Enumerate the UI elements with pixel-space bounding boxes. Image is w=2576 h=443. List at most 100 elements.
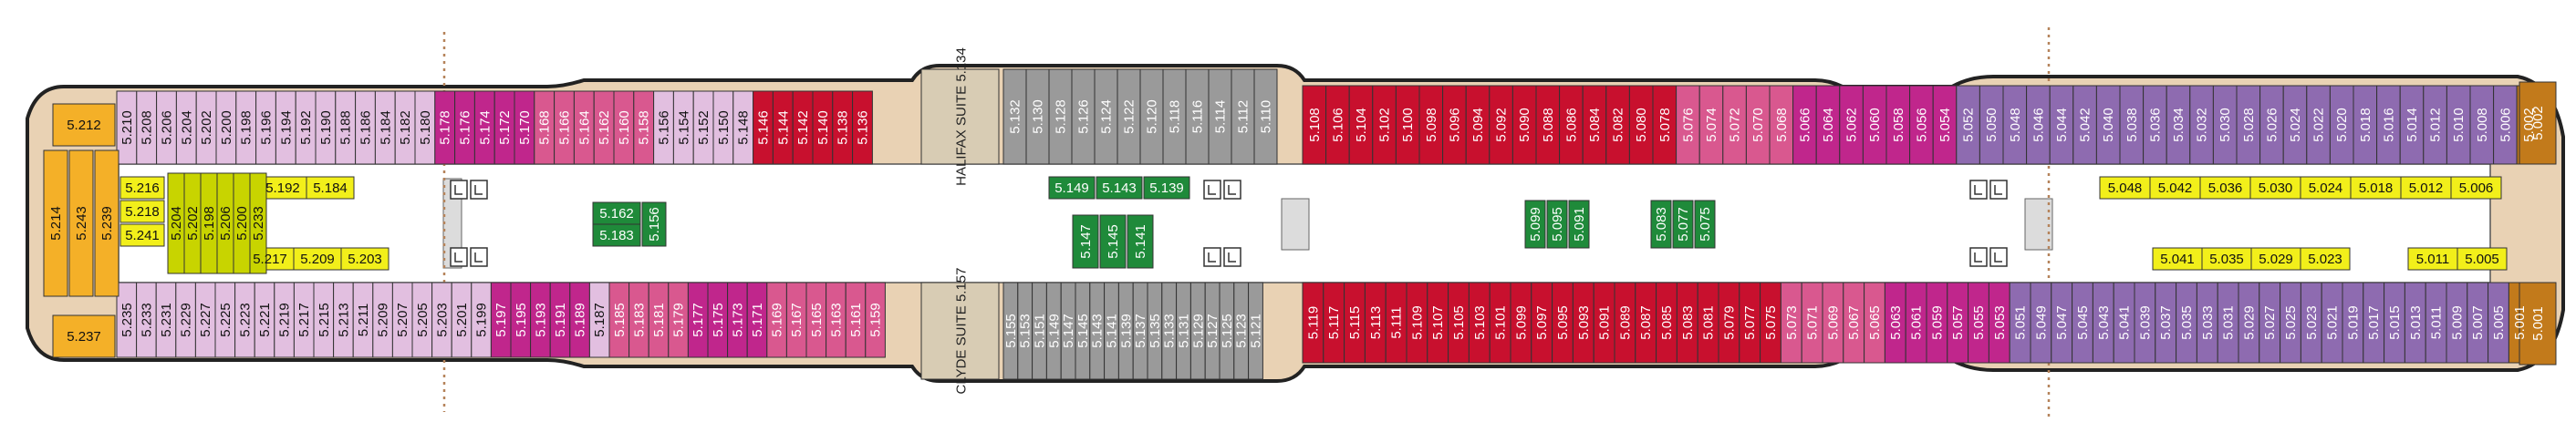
cabin-cell[interactable] xyxy=(1127,214,1154,269)
cabin-cell[interactable] xyxy=(2519,81,2557,165)
cabin-cell[interactable] xyxy=(2189,85,2214,165)
cabin-cell[interactable] xyxy=(1885,85,1911,165)
cabin-cell[interactable] xyxy=(2376,85,2401,165)
cabin-cell[interactable] xyxy=(1605,85,1630,165)
cabin-cell[interactable] xyxy=(2166,85,2191,165)
cabin-cell[interactable] xyxy=(2400,176,2452,200)
cabin-cell[interactable] xyxy=(1559,85,1584,165)
cabin-cell[interactable] xyxy=(1694,200,1716,249)
cabin-cell[interactable] xyxy=(1096,176,1143,200)
cabin-cell[interactable] xyxy=(1815,85,1841,165)
cabin-cell[interactable] xyxy=(2407,247,2458,271)
cabin-cell[interactable] xyxy=(52,103,116,147)
cabin-cell[interactable] xyxy=(2099,176,2151,200)
cabin-cell[interactable] xyxy=(641,201,667,247)
cabin-cell[interactable] xyxy=(1524,200,1546,249)
cabin-cell[interactable] xyxy=(1722,85,1747,165)
cabin-cell[interactable] xyxy=(1568,200,1590,249)
cabin-cell[interactable] xyxy=(1139,68,1164,165)
cabin-cell[interactable] xyxy=(1071,68,1096,165)
cabin-cell[interactable] xyxy=(43,149,68,297)
cabin-cell[interactable] xyxy=(2143,85,2167,165)
cabin-cell[interactable] xyxy=(2250,247,2301,271)
cabin-cell[interactable] xyxy=(1185,68,1210,165)
cabin-cell[interactable] xyxy=(1442,85,1467,165)
cabin-cell[interactable] xyxy=(1652,85,1678,165)
cabin-cell[interactable] xyxy=(1546,200,1568,249)
cabin-cell[interactable] xyxy=(1489,85,1513,165)
cabin-cell[interactable] xyxy=(2450,176,2502,200)
cabin-cell[interactable] xyxy=(1672,200,1694,249)
cabin-cell[interactable] xyxy=(1628,85,1654,165)
cabin-cell[interactable] xyxy=(1143,176,1190,200)
cabin-cell[interactable] xyxy=(1048,176,1096,200)
cabin-cell[interactable] xyxy=(1698,85,1724,165)
cabin-cell[interactable] xyxy=(2423,85,2447,165)
cabin-cell[interactable] xyxy=(852,90,873,165)
cabin-cell[interactable] xyxy=(592,223,641,247)
cabin-cell[interactable] xyxy=(1072,214,1099,269)
cabin-cell[interactable] xyxy=(1002,68,1027,165)
cabin-cell[interactable] xyxy=(592,201,641,225)
cabin-cell[interactable] xyxy=(1582,85,1607,165)
cabin-cell[interactable] xyxy=(119,200,165,223)
cabin-cell[interactable] xyxy=(865,282,886,358)
cabin-cell[interactable] xyxy=(1769,85,1794,165)
cabin-cell[interactable] xyxy=(2329,85,2354,165)
cabin-cell[interactable] xyxy=(1676,85,1700,165)
cabin-cell[interactable] xyxy=(1372,85,1397,165)
cabin-cell[interactable] xyxy=(2519,282,2557,366)
cabin-cell[interactable] xyxy=(2300,176,2352,200)
cabin-cell[interactable] xyxy=(2446,85,2471,165)
cabin-cell[interactable] xyxy=(2212,85,2238,165)
cabin-cell[interactable] xyxy=(2300,247,2351,271)
cabin-cell[interactable] xyxy=(2072,85,2097,165)
cabin-cell[interactable] xyxy=(119,176,165,200)
cabin-cell[interactable] xyxy=(1025,68,1050,165)
cabin-cell[interactable] xyxy=(119,223,165,247)
cabin-cell[interactable] xyxy=(1117,68,1141,165)
cabin-cell[interactable] xyxy=(1465,85,1491,165)
cabin-cell[interactable] xyxy=(2306,85,2331,165)
cabin-cell[interactable] xyxy=(293,247,342,271)
cabin-cell[interactable] xyxy=(1048,68,1073,165)
cabin-cell[interactable] xyxy=(1862,85,1887,165)
cabin-cell[interactable] xyxy=(306,176,355,200)
cabin-cell[interactable] xyxy=(1932,85,1958,165)
cabin-cell[interactable] xyxy=(2399,85,2425,165)
cabin-cell[interactable] xyxy=(340,247,390,271)
cabin-cell[interactable] xyxy=(1253,68,1278,165)
cabin-cell[interactable] xyxy=(1511,85,1537,165)
cabin-cell[interactable] xyxy=(94,149,119,297)
cabin-cell[interactable] xyxy=(2149,176,2201,200)
suite-cell[interactable] xyxy=(920,282,1000,380)
cabin-cell[interactable] xyxy=(1839,85,1864,165)
cabin-cell[interactable] xyxy=(1325,85,1350,165)
suite-cell[interactable] xyxy=(920,68,1000,165)
cabin-cell[interactable] xyxy=(2457,247,2508,271)
cabin-cell[interactable] xyxy=(68,149,94,297)
cabin-cell[interactable] xyxy=(1395,85,1420,165)
cabin-cell[interactable] xyxy=(2201,247,2252,271)
cabin-cell[interactable] xyxy=(1231,68,1255,165)
cabin-cell[interactable] xyxy=(2236,85,2261,165)
cabin-cell[interactable] xyxy=(52,314,116,358)
cabin-cell[interactable] xyxy=(2026,85,2051,165)
cabin-cell[interactable] xyxy=(1302,85,1327,165)
cabin-cell[interactable] xyxy=(249,172,267,274)
cabin-cell[interactable] xyxy=(2002,85,2028,165)
cabin-cell[interactable] xyxy=(258,176,307,200)
cabin-cell[interactable] xyxy=(2152,247,2203,271)
cabin-cell[interactable] xyxy=(1099,214,1127,269)
cabin-cell[interactable] xyxy=(1956,85,1980,165)
cabin-cell[interactable] xyxy=(2249,176,2301,200)
cabin-cell[interactable] xyxy=(1248,282,1263,380)
cabin-cell[interactable] xyxy=(2095,85,2121,165)
cabin-cell[interactable] xyxy=(2350,176,2402,200)
cabin-cell[interactable] xyxy=(1792,85,1817,165)
cabin-cell[interactable] xyxy=(1650,200,1672,249)
cabin-cell[interactable] xyxy=(2493,85,2518,165)
cabin-cell[interactable] xyxy=(1208,68,1232,165)
cabin-cell[interactable] xyxy=(1348,85,1374,165)
cabin-cell[interactable] xyxy=(2259,85,2284,165)
